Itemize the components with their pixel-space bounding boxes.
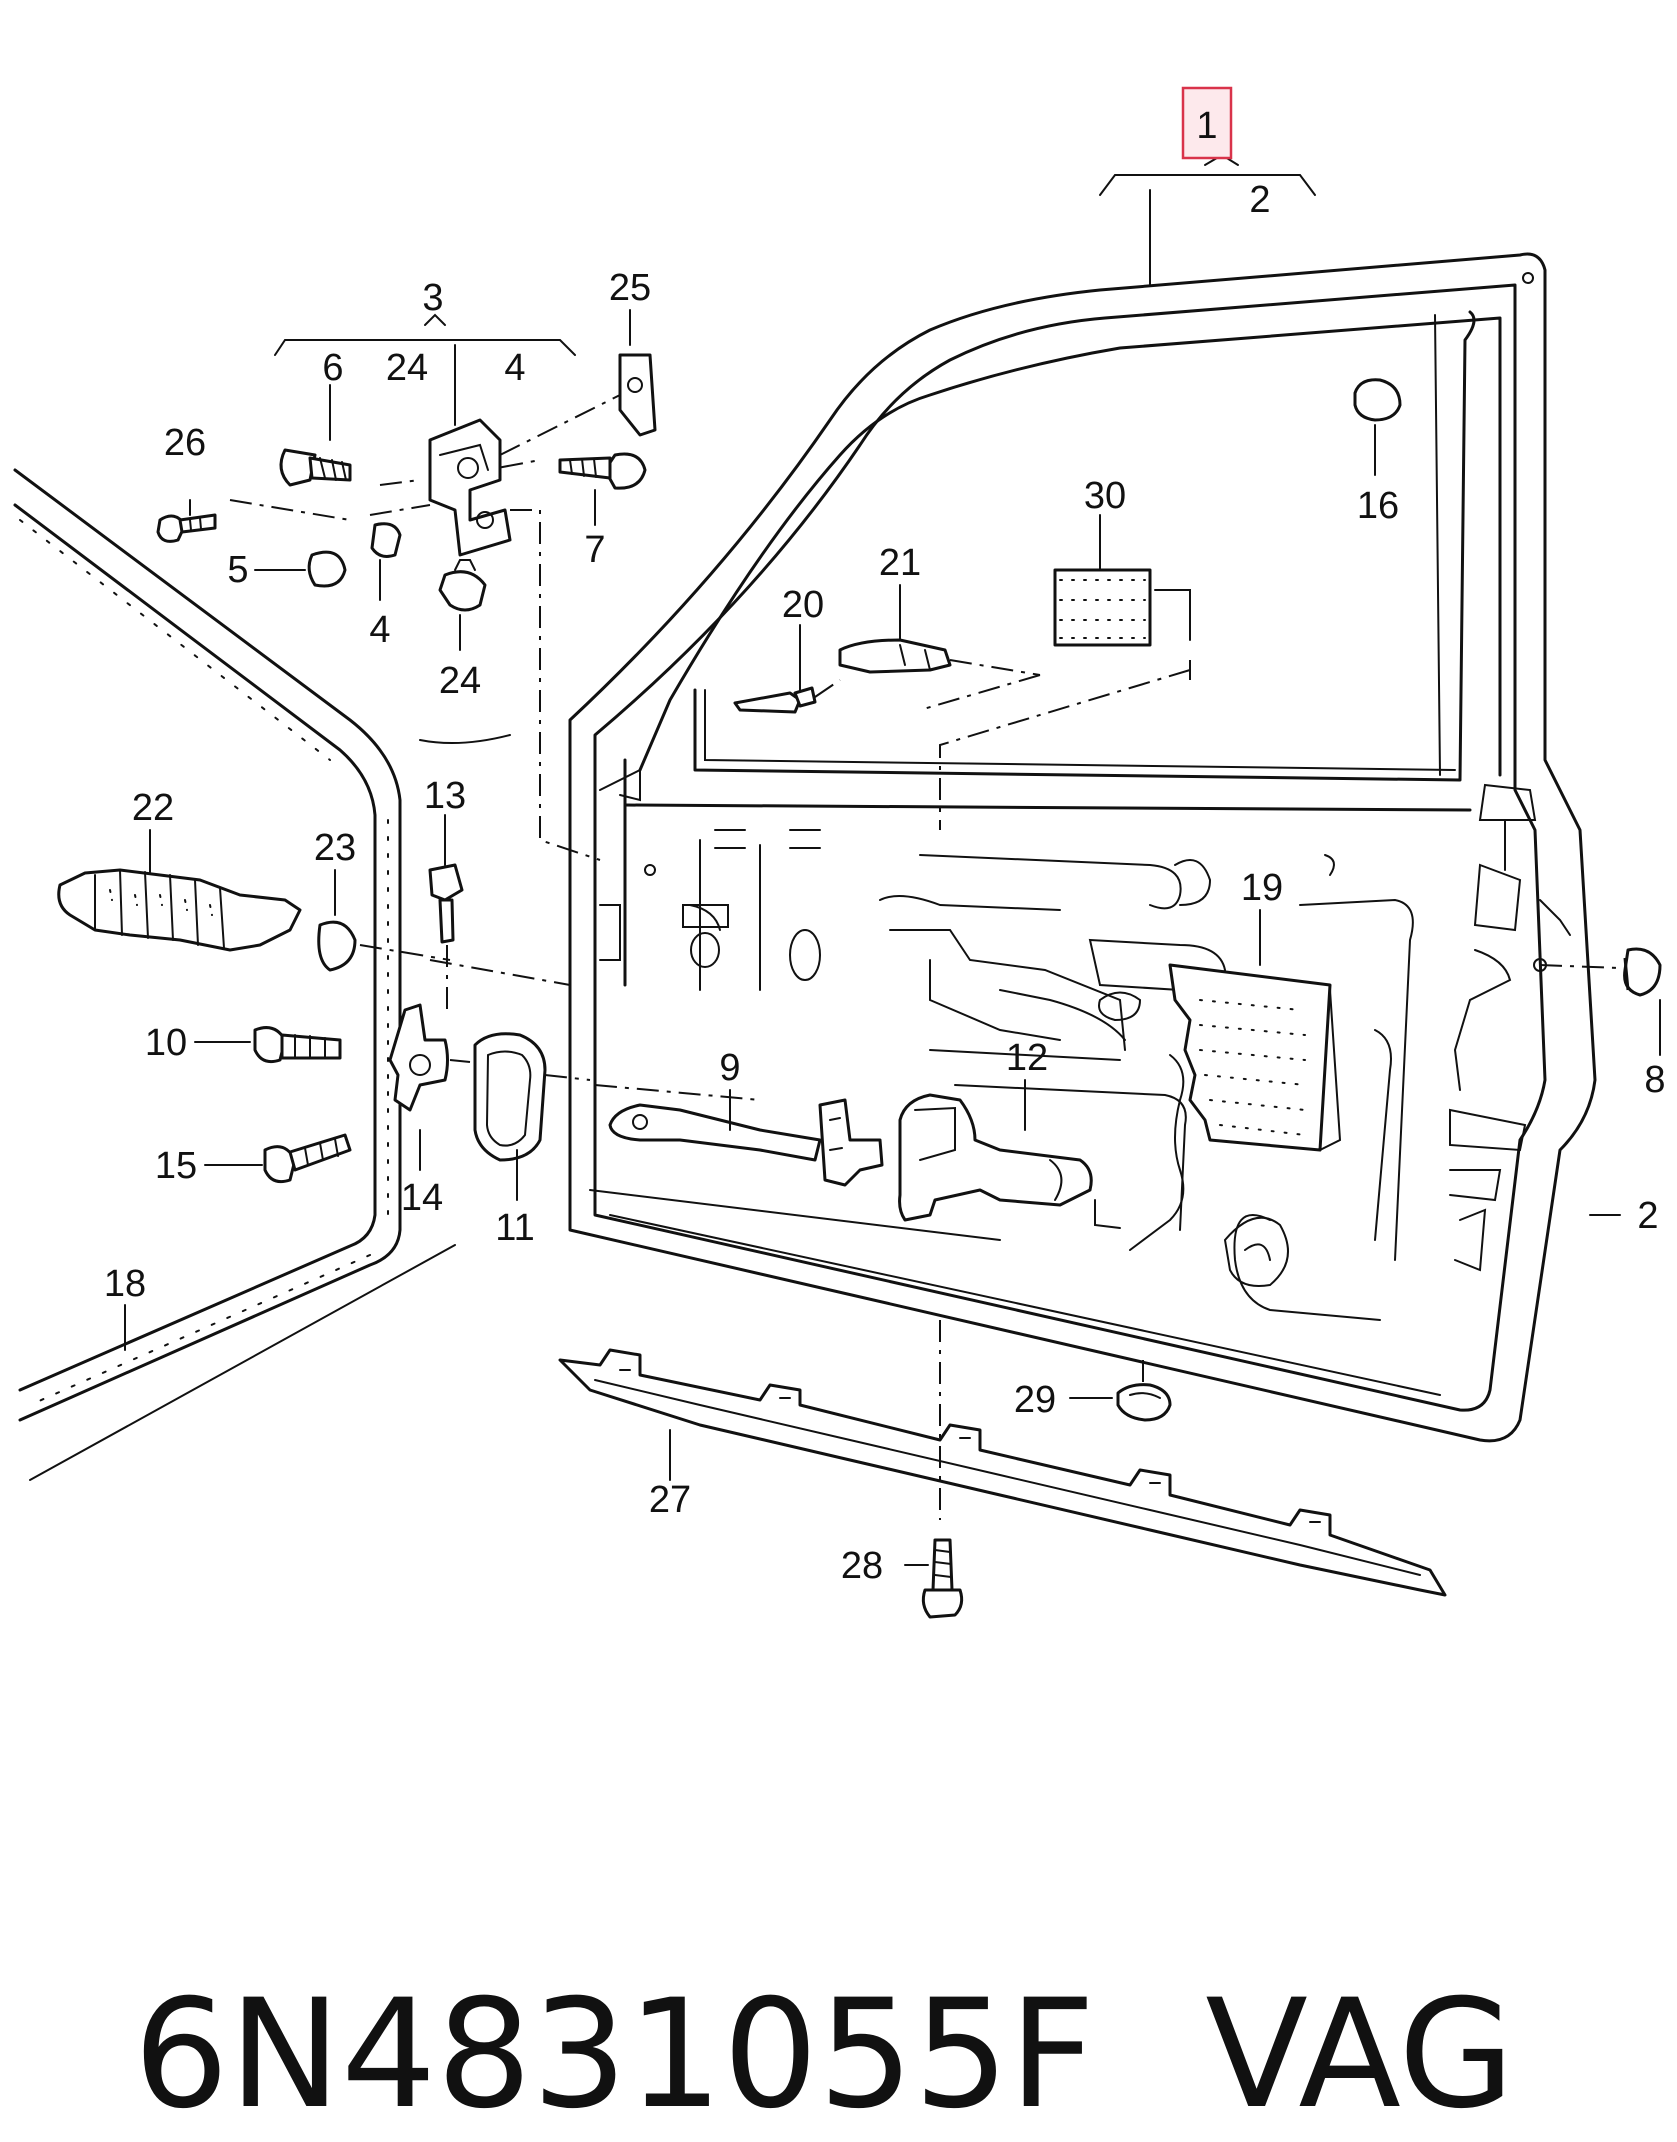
callout-20: 20: [782, 584, 824, 626]
part-number: 6N4831055F: [133, 1968, 1096, 2142]
callout-21: 21: [879, 542, 921, 584]
callout-14: 14: [401, 1177, 443, 1219]
body-pillar: [13, 468, 511, 1481]
leader-lines: [124, 153, 1661, 1566]
callout-24-lower: 24: [439, 660, 481, 702]
callout-19: 19: [1241, 867, 1283, 909]
callout-5: 5: [227, 549, 248, 591]
window-parts: [733, 378, 1402, 830]
callout-2-top: 2: [1249, 179, 1270, 221]
callout-9: 9: [719, 1047, 740, 1089]
callout-labels: 1 2 2 3 6 24 4 25 26 5 4 24 7 16 30 21 2…: [104, 105, 1666, 1587]
plug-8: [1533, 947, 1662, 997]
callout-6: 6: [322, 347, 343, 389]
callout-4-top: 4: [504, 347, 525, 389]
highlight-box: [1181, 86, 1233, 160]
callout-16: 16: [1357, 485, 1399, 527]
door-parts-diagram: 1 2 2 3 6 24 4 25 26 5 4 24 7 16 30 21 2…: [13, 86, 1666, 1619]
callout-3: 3: [422, 277, 443, 319]
callout-8: 8: [1644, 1059, 1665, 1101]
callout-25: 25: [609, 267, 651, 309]
hinge-assembly: [156, 353, 657, 861]
callout-18: 18: [104, 1263, 146, 1305]
sill-strip: [558, 1320, 1447, 1619]
callout-12: 12: [1006, 1037, 1048, 1079]
callout-11: 11: [495, 1207, 534, 1249]
door-shell: [568, 252, 1597, 1443]
callout-15: 15: [155, 1145, 197, 1187]
callout-4-lower: 4: [369, 609, 390, 651]
callout-28: 28: [841, 1545, 883, 1587]
check-strap-group: [253, 863, 1093, 1222]
callout-2-right: 2: [1637, 1195, 1658, 1237]
callout-27: 27: [649, 1479, 691, 1521]
callout-10: 10: [145, 1022, 187, 1064]
callout-26: 26: [164, 422, 206, 464]
brand-label: VAG: [1205, 1968, 1515, 2142]
callout-29: 29: [1014, 1379, 1056, 1421]
callout-24-top: 24: [386, 347, 428, 389]
part-footer: 6N4831055F VAG: [38, 1800, 1514, 2140]
sound-pad: [1168, 963, 1342, 1152]
wiring-boot: [57, 868, 571, 986]
callout-23: 23: [314, 827, 356, 869]
callout-30: 30: [1084, 475, 1126, 517]
callout-22: 22: [132, 787, 174, 829]
callout-1: 1: [1196, 105, 1217, 147]
callout-13: 13: [424, 775, 466, 817]
callout-7: 7: [584, 529, 605, 571]
